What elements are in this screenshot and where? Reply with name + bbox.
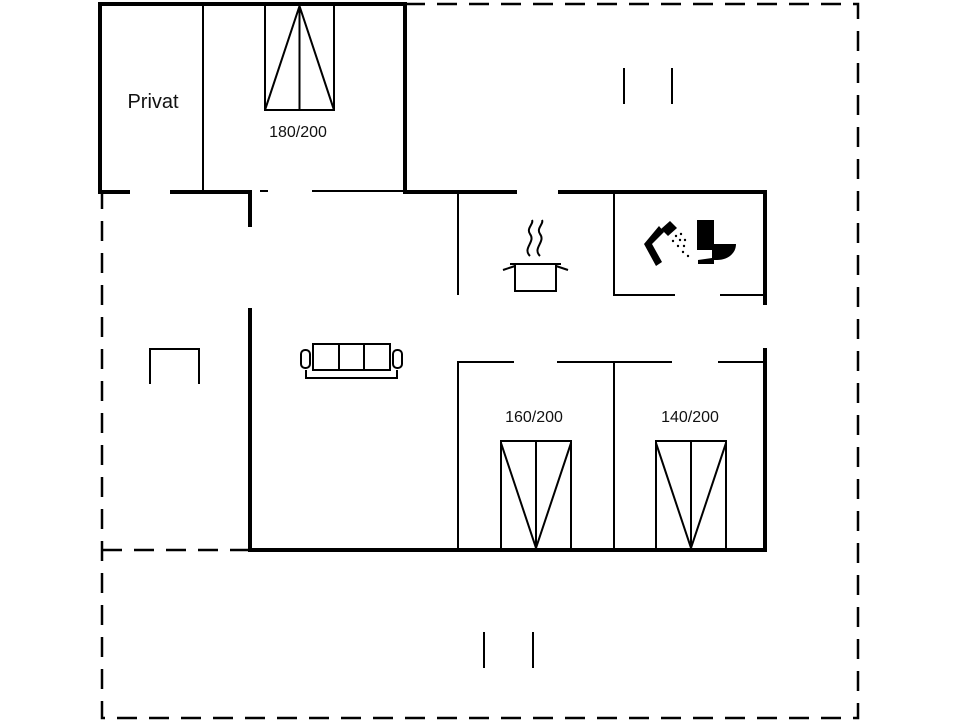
- shower-icon: [644, 221, 690, 266]
- double-bed-icon: [655, 440, 727, 552]
- window-marks: [483, 68, 673, 668]
- room-label-privat: Privat: [127, 91, 179, 113]
- double-bed-icon: [264, 2, 335, 111]
- bed-size-label: 140/200: [661, 409, 719, 426]
- bed-size-label: 160/200: [505, 409, 563, 426]
- cooking-pot-icon: [502, 219, 569, 292]
- terrace-outline: [100, 2, 860, 720]
- bed-size-label: 180/200: [269, 124, 327, 141]
- walls: [98, 2, 767, 552]
- table-outline: [149, 348, 200, 384]
- double-bed-icon: [500, 440, 572, 552]
- toilet-icon: [697, 220, 736, 264]
- sofa-icon: [300, 343, 403, 379]
